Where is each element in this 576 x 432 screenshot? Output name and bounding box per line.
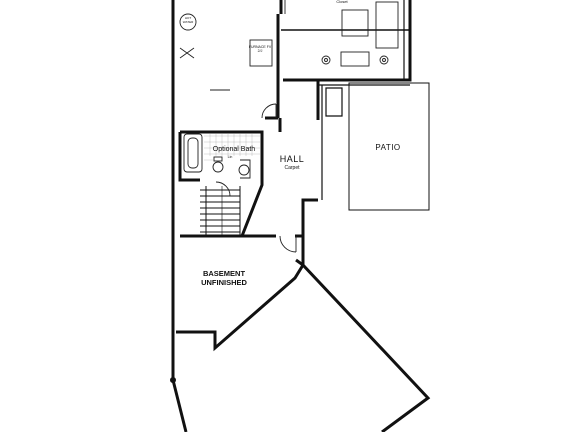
basement-label: BASEMENT UNFINISHED xyxy=(188,269,260,287)
right-wing-walls xyxy=(318,0,410,200)
patio-label: PATIO xyxy=(375,143,401,152)
corner-post xyxy=(170,377,176,383)
mechanical xyxy=(179,0,286,67)
patio-slab xyxy=(348,82,430,211)
doors xyxy=(210,89,297,253)
hot-water-label: HOT WATER xyxy=(182,16,194,24)
hall-floor-label: Carpet xyxy=(284,165,300,171)
basement-label-line1: BASEMENT xyxy=(202,269,246,278)
closet-label: Closet xyxy=(336,0,348,4)
patio-step xyxy=(325,87,343,117)
linen-label: Lin xyxy=(227,155,233,159)
furnace-label: FURNACE FV 2/J xyxy=(248,45,272,54)
closet-area xyxy=(321,1,399,67)
bath-tile xyxy=(204,134,260,161)
optional-bath-label: Optional Bath xyxy=(212,146,256,153)
bath-fixtures xyxy=(183,133,251,179)
interior-walls xyxy=(176,14,410,352)
basement-label-line2: UNFINISHED xyxy=(201,277,247,287)
hall-label: HALL xyxy=(279,154,305,164)
stairs xyxy=(200,186,241,236)
exterior-walls xyxy=(171,0,431,432)
